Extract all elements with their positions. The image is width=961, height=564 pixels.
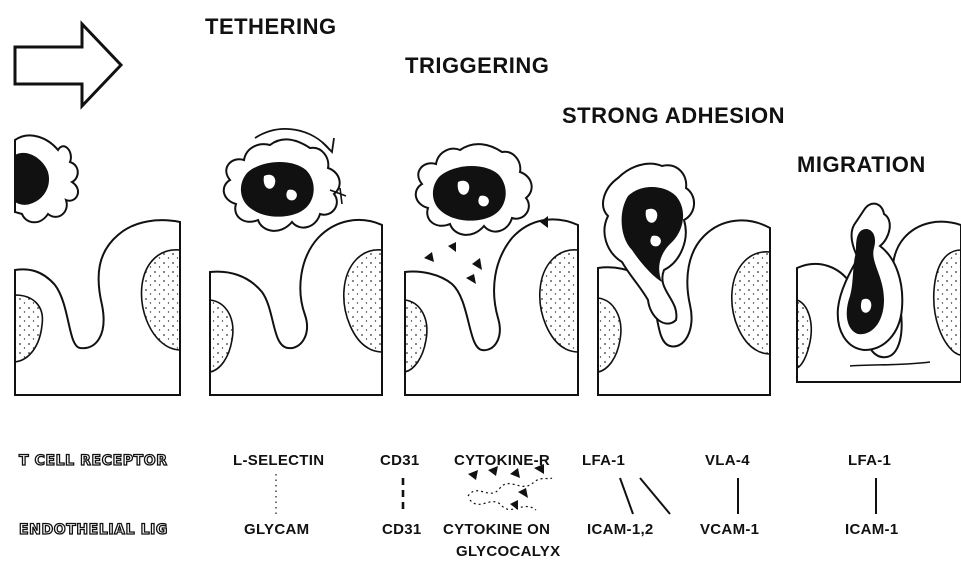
connector-cytokine: [468, 464, 552, 510]
connector-lfa-1-icam-2: [640, 478, 670, 514]
connector-lfa-1-icam-1: [620, 478, 633, 514]
